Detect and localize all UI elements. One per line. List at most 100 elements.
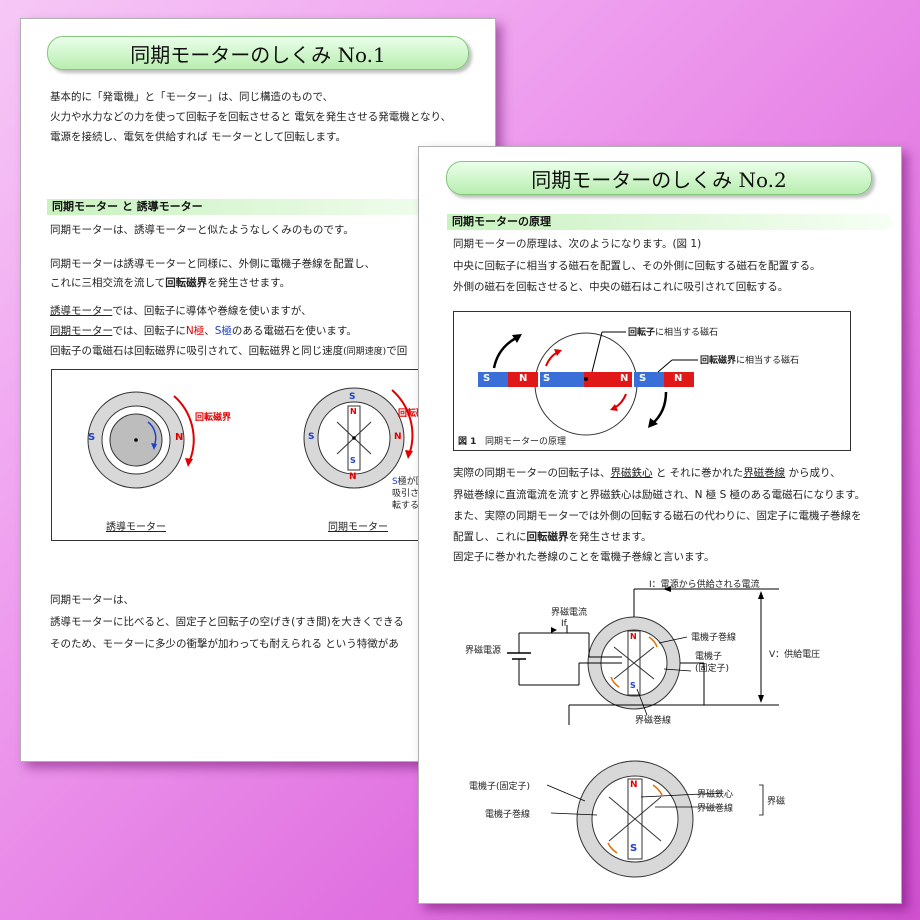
rotor-pole-s: S [630, 681, 636, 690]
paragraph: 同期モーターは、誘導モーターと似たようなしくみのものです。 [50, 224, 354, 236]
pole-label-s: S [308, 432, 315, 442]
paragraph: 誘導モーターに比べると、固定子と回転子の空げき(すき間)を大きくできる [50, 616, 404, 628]
text-run: のある電磁石を使います。 [231, 325, 357, 337]
induction-motor-diagram [87, 391, 195, 489]
text-run-underline: 誘導モーター [50, 305, 113, 317]
text-run-bold: 回転子 [628, 328, 656, 338]
text-run: 、 [204, 325, 215, 337]
field-winding-label: 界磁巻線 [635, 716, 672, 726]
paragraph: そのため、モーターに多少の衝撃が加わっても耐えられる という特徴があ [50, 638, 399, 650]
cross-section-diagram [546, 760, 764, 878]
field-source-label: 界磁電源 [465, 646, 502, 656]
paragraph: 同期モーターは誘導モーターと同様に、外側に電機子巻線を配置し、 [50, 258, 376, 270]
paragraph: 誘導モーターでは、回転子に導体や巻線を使いますが、 [50, 303, 312, 318]
text-run: 同期モーターの原理 [485, 437, 567, 447]
text-run: に相当する磁石 [655, 328, 719, 338]
text-run: では、回転子に導体や巻線を使いますが、 [112, 305, 312, 317]
paragraph: 同期モーターは、 [50, 594, 134, 606]
pole-label-n: N [175, 432, 184, 443]
magnet-s [478, 372, 508, 387]
pole-label-n: N [349, 472, 357, 482]
text-run: から成り、 [785, 467, 841, 479]
intro-line: 火力や水力などの力を使って回転子を回転させると 電気を発生させる発電機となり、 [50, 111, 452, 123]
text-run-bold: 回転磁界 [700, 356, 737, 366]
paragraph: 同期モーターでは、回転子にN極、S極のある電磁石を使います。 [50, 323, 357, 338]
text-run: 配置し、これに [453, 531, 527, 543]
magnet-label: S [483, 373, 491, 384]
paragraph: これに三相交流を流して回転磁界を発生させます。 [50, 275, 290, 290]
text-run: を発生させます。 [568, 531, 652, 543]
text-run: と それに巻かれた [652, 467, 744, 479]
rotor-pole-n: N [630, 780, 638, 790]
text-run: で回 [386, 345, 408, 357]
magnet-s [634, 372, 664, 387]
text-run: では、回転子に [112, 325, 186, 337]
armature-winding-label: 電機子巻線 [691, 633, 737, 643]
magnet-label: S [639, 373, 647, 384]
motor-comparison-diagram [87, 387, 414, 489]
caption-synchronous-motor: 同期モーター [328, 522, 388, 533]
magnet-n [664, 372, 694, 387]
figure-1: S N S N S N 回転子に相当する磁石 回転磁界に相当する磁石 図 1 同… [453, 311, 851, 451]
text-run-bold: 図 1 [458, 437, 477, 447]
principle-diagram [478, 331, 698, 436]
pole-label-s: S [349, 392, 356, 402]
text-run-underline: 界磁巻線 [743, 467, 786, 479]
pole-label-n: N [394, 432, 402, 442]
paragraph: 外側の磁石を回転させると、中央の磁石はこれに吸引されて回転する。 [453, 281, 789, 293]
figure-3-cross-section: 電機子(固定子) 電機子巻線 界磁鉄心 界磁巻線 界磁 N S [459, 757, 879, 897]
text-run-bold: 回転磁界 [165, 277, 208, 289]
text-run-small: (同期速度) [343, 347, 387, 357]
text-run-underline: 同期モーター [50, 325, 113, 337]
paragraph: また、実際の同期モーターでは外側の回転する磁石の代わりに、固定子に電機子巻線を [453, 510, 862, 522]
circuit-diagram [507, 586, 779, 725]
paragraph: 固定子に巻かれた巻線のことを電機子巻線と言います。 [453, 551, 715, 563]
paragraph: 同期モーターの原理は、次のようになります。(図 1) [453, 238, 702, 250]
text-run: これに三相交流を流して [50, 277, 166, 289]
rotor-magnet-label: 回転子に相当する磁石 [628, 325, 718, 338]
armature-stator-label: 電機子(固定子) [469, 782, 531, 792]
page-title-text: 同期モーターのしくみ No.2 [531, 167, 787, 192]
text-run-blue: S [392, 477, 398, 487]
magnet-n [584, 372, 632, 387]
section-heading: 同期モーター と 誘導モーター [47, 199, 492, 215]
synchronous-motor-diagram [303, 387, 414, 489]
text-run: を発生させます。 [207, 277, 291, 289]
text-run: に相当する磁石 [736, 356, 800, 366]
rotating-field-label: 回転磁界 [195, 413, 232, 423]
document-page-2: 同期モーターのしくみ No.2 同期モーターの原理 同期モーターの原理は、次のよ… [418, 146, 902, 904]
armature-winding-label: 電機子巻線 [485, 810, 531, 820]
paragraph: 中央に回転子に相当する磁石を配置し、その外側に回転する磁石を配置する。 [453, 260, 821, 272]
text-run-underline: 界磁鉄心 [610, 467, 653, 479]
text-run-bold: 回転磁界 [526, 531, 569, 543]
magnet-label: N [519, 373, 528, 384]
figure-caption: 図 1 同期モーターの原理 [458, 434, 566, 447]
paragraph: 回転子の電磁石は回転磁界に吸引されて、回転磁界と同じ速度(同期速度)で回 [50, 343, 407, 358]
paragraph: 実際の同期モーターの回転子は、界磁鉄心 と それに巻かれた界磁巻線 から成り、 [453, 465, 841, 480]
rotor-pole-n: N [350, 407, 357, 416]
field-winding-label: 界磁巻線 [697, 804, 734, 814]
rotor-pole-s: S [350, 456, 356, 465]
rotor-pole-s: S [630, 843, 638, 854]
magnet-n [508, 372, 538, 387]
field-magnet-label: 回転磁界に相当する磁石 [700, 353, 799, 366]
text-run: 実際の同期モーターの回転子は、 [453, 467, 611, 479]
section-heading: 同期モーターの原理 [447, 214, 892, 230]
caption-induction-motor: 誘導モーター [106, 522, 166, 533]
magnet-s [540, 372, 584, 387]
magnet-label: S [543, 373, 551, 384]
pole-label-s: S [88, 432, 96, 443]
paragraph: 界磁巻線に直流電流を流すと界磁鉄心は励磁され、N 極 S 極のある電磁石になりま… [453, 489, 866, 501]
intro-line: 電源を接続し、電気を供給すれば モーターとして回転します。 [50, 131, 346, 143]
supply-current-label: I：電源から供給される電流 [649, 580, 760, 590]
voltage-label: V：供給電圧 [769, 650, 821, 660]
stator-label: (固定子) [695, 664, 730, 674]
text-run: 回転子の電磁石は回転磁界に吸引されて、回転磁界と同じ速度 [50, 345, 344, 357]
field-core-label: 界磁鉄心 [697, 790, 734, 800]
armature-label: 電機子 [695, 652, 723, 662]
intro-line: 基本的に「発電機」と「モーター」は、同じ構造のもので、 [50, 91, 334, 103]
page-title: 同期モーターのしくみ No.2 [446, 161, 872, 195]
paragraph: 配置し、これに回転磁界を発生させます。 [453, 529, 651, 544]
text-run-blue: S極 [214, 325, 232, 337]
figure-2-circuit: I：電源から供給される電流 界磁電流 If 界磁電源 電機子巻線 電機子 (固定… [459, 575, 879, 735]
